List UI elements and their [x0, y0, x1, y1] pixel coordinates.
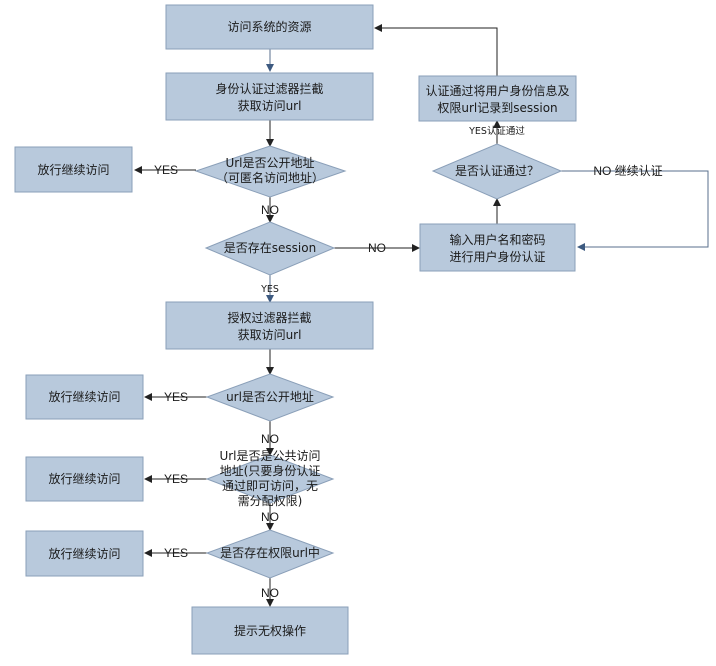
- node-perm-filter: 授权过滤器拦截 获取访问url: [165, 301, 374, 350]
- decision-authok: 是否认证通过？: [431, 143, 563, 200]
- node-record-line1: 认证通过将用户身份信息及: [425, 83, 569, 98]
- label-no2: NO: [261, 432, 279, 446]
- node-pass3: 放行继续访问: [25, 456, 144, 502]
- decision-session-label: 是否存在session: [224, 241, 316, 255]
- node-record-line2: 权限url记录到session: [437, 101, 557, 115]
- node-pass3-label: 放行继续访问: [48, 471, 120, 486]
- node-pass4-label: 放行继续访问: [48, 546, 120, 561]
- node-pass1: 放行继续访问: [14, 146, 133, 193]
- label-yes-session: YES: [260, 284, 279, 295]
- node-access-label: 访问系统的资源: [227, 19, 311, 34]
- label-no3: NO: [261, 510, 279, 524]
- decision-public-line1: Url是否公开地址: [225, 156, 314, 170]
- decision-common: Url是否是公共访问 地址(只要身份认证 通过即可访问，无 需分配权限): [205, 449, 335, 508]
- node-login: 输入用户名和密码 进行用户身份认证: [419, 223, 576, 272]
- label-yes2: YES: [164, 390, 188, 404]
- label-no1: NO: [261, 203, 279, 217]
- label-yes1: YES: [154, 163, 178, 177]
- node-perm-filter-line2: 获取访问url: [238, 328, 302, 342]
- node-pass2: 放行继续访问: [25, 374, 144, 420]
- decision-public2: url是否公开地址: [205, 373, 335, 422]
- node-login-line1: 输入用户名和密码: [449, 232, 545, 247]
- node-auth-filter-line1: 身份认证过滤器拦截: [215, 81, 323, 96]
- node-pass2-label: 放行继续访问: [48, 389, 120, 404]
- node-pass4: 放行继续访问: [25, 530, 144, 577]
- decision-public2-label: url是否公开地址: [226, 390, 314, 404]
- decision-public-line2: （可匿名访问地址）: [216, 170, 324, 185]
- node-record: 认证通过将用户身份信息及 权限url记录到session: [418, 75, 577, 122]
- node-auth-filter: 身份认证过滤器拦截 获取访问url: [165, 72, 374, 121]
- edge-authok-to-login-no: [561, 170, 709, 251]
- label-no4: NO: [261, 586, 279, 600]
- decision-session: 是否存在session: [204, 221, 336, 276]
- decision-common-line1: Url是否是公共访问: [219, 449, 320, 463]
- decision-common-line3: 通过即可访问，无: [222, 479, 318, 493]
- node-deny-label: 提示无权操作: [234, 623, 306, 638]
- label-yes4: YES: [164, 546, 188, 560]
- edge-record-to-access: [374, 24, 498, 76]
- decision-public: Url是否公开地址 （可匿名访问地址）: [194, 145, 347, 198]
- label-no-auth: NO 继续认证: [593, 164, 662, 178]
- decision-common-line4: 需分配权限): [238, 494, 303, 508]
- node-deny: 提示无权操作: [191, 606, 349, 655]
- label-no-session: NO: [368, 241, 386, 255]
- label-yes3: YES: [164, 472, 188, 486]
- label-yes-auth: YES认证通过: [468, 125, 525, 137]
- decision-authok-label: 是否认证通过？: [455, 164, 539, 178]
- decision-common-line2: 地址(只要身份认证: [220, 463, 321, 478]
- node-login-line2: 进行用户身份认证: [449, 249, 545, 264]
- node-pass1-label: 放行继续访问: [37, 162, 109, 177]
- node-perm-filter-line1: 授权过滤器拦截: [227, 310, 311, 325]
- node-auth-filter-line2: 获取访问url: [238, 99, 302, 113]
- decision-perm-label: 是否存在权限url中: [220, 545, 320, 560]
- node-access: 访问系统的资源: [165, 4, 374, 50]
- decision-perm: 是否存在权限url中: [205, 529, 335, 579]
